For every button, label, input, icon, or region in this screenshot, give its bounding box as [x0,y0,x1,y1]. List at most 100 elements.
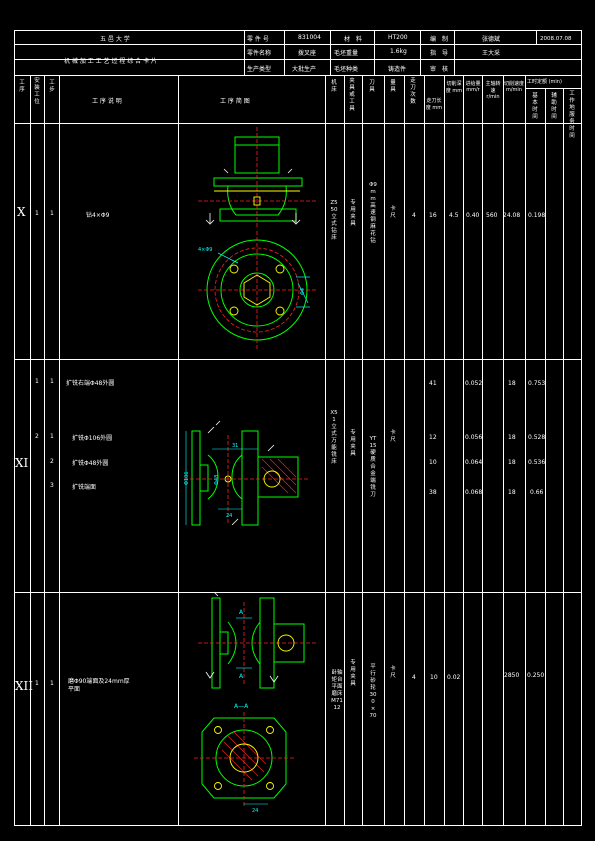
row-xi-3-speed: 18 [508,459,516,466]
row-xi-3-feed: 0.064 [465,459,483,466]
row-x-length: 16 [429,212,437,219]
row-x-depth: 4.5 [449,212,459,219]
row-divider-2 [14,592,582,593]
row-xi-1-speed: 18 [508,380,516,387]
card-title: 机 械 加 工 工 艺 过 程 综 合 卡 片 [64,58,157,65]
guide-label: 指 导 [430,50,449,57]
dim-xi-24: 24 [226,513,232,519]
blank-weight-label: 毛坯重量 [334,50,359,57]
hdr-v3 [330,30,331,75]
row-x-fixture: 专用夹具 [350,200,356,227]
compiled-label: 编 制 [430,36,449,43]
part-name-value: 拨叉座 [298,50,317,57]
col-step: 工 步 [49,80,55,93]
dim-xii-24: 24 [252,808,258,814]
material-label: 材 料 [344,36,363,43]
col-op: 工 序 [19,80,25,93]
col-sketch: 工 序 简 图 [220,98,250,105]
row-x-step: 1 [50,210,54,217]
material-value: HT200 [388,34,408,41]
row-xi-fixture: 专用夹具 [350,430,356,457]
hdr-v1 [244,30,245,75]
col-gauge: 量 具 [390,80,396,93]
col-v13 [482,75,483,826]
row-x-passes: 4 [412,212,416,219]
row-xii-setup: 1 [35,680,39,687]
compiler-value: 张德斌 [482,36,501,43]
row-x-gauge: 卡尺 [390,206,396,219]
row-xi-2-speed: 18 [508,434,516,441]
row-xii-fixture: 专用夹具 [350,660,356,687]
col-description: 工 序 说 明 [92,98,122,105]
col-v7 [362,75,363,826]
col-v11 [444,75,445,826]
row-xi-1-setup: 1 [35,378,39,385]
dim-x-side: Φ4 [300,288,306,295]
col-feed: 进给量 mm/r [465,81,481,93]
col-basic: 基本时间 [532,93,538,120]
col-fixture: 夹具或工具 [349,78,355,112]
row-xii-passes: 4 [412,674,416,681]
row-divider-1 [14,359,582,360]
row-x-tool: Φ9 mm高速钢麻花钻 [369,182,377,244]
row-xii-gauge: 卡尺 [390,666,396,679]
op-number-xi: XI [15,456,29,470]
row-xi-2-step: 1 [50,433,54,440]
row-xi-gauge: 卡尺 [390,430,396,443]
row-x-desc: 钻4×Φ9 [86,212,110,219]
row-xi-4-length: 38 [429,489,437,496]
row-xi-2-feed: 0.056 [465,434,483,441]
row-xi-4-step: 3 [50,482,54,489]
section-mark-a-top: A [239,609,244,616]
dim-xi-48: Φ48 [214,475,220,485]
row-xii-depth: 0.02 [447,674,461,681]
part-name-label: 零件名称 [247,50,272,57]
row-xi-3-time: 0.536 [528,459,546,466]
hdr-v7 [536,30,537,45]
col-v5 [325,75,326,826]
card-frame [14,30,582,826]
row-xii-speed: 2850 [504,672,520,679]
col-v8 [384,75,385,826]
row-xii-step: 1 [50,680,54,687]
row-xi-1-step: 1 [50,378,54,385]
row-xii-tool: 平行砂轮300×70 [369,664,377,719]
sketch-op-x: 4×Φ9 Φ4 [198,127,316,349]
dim-x-holes: 4×Φ9 [198,247,213,253]
col-tool: 刀 具 [369,80,375,93]
col-speed: 主轴转速 r/min [485,81,501,100]
row-x-speed: 560 [486,212,498,219]
op-number-xii: XII [15,679,34,693]
row-x-cut-speed: 24.08 [503,212,521,219]
row-xi-2-length: 12 [429,434,437,441]
row-xii-machine: 卧轴矩台平面磨床M7112 [331,670,343,711]
dim-xi-106: Φ106 [184,472,190,485]
col-v9 [404,75,405,826]
row-x-machine: Z550立式钻床 [330,200,338,241]
col-v4 [178,75,179,826]
row-xi-1-feed: 0.052 [465,380,483,387]
col-v2 [44,75,45,826]
op-number-x: X [17,205,26,219]
col-v10 [424,75,425,826]
blank-type-label: 毛坯种类 [334,66,359,73]
row-xi-4-speed: 18 [508,489,516,496]
header-line-2 [14,59,582,60]
time-sub-line [525,88,582,89]
header-line-1 [14,44,582,45]
row-xi-4-feed: 0.068 [465,489,483,496]
row-xi-1-desc: 扩铣右端Φ48外圆 [66,380,115,387]
hdr-v6 [454,30,455,75]
col-v1 [30,75,31,826]
row-xi-machine: X51立式万能铣床 [330,410,338,465]
sketch-op-xii: A A A—A 24 [194,591,316,814]
col-passes: 走刀次数 [410,78,416,105]
row-x-setup: 1 [35,210,39,217]
col-setup: 安 装 工 位 [34,78,40,105]
section-label: A—A [234,703,249,710]
part-no-label: 零 件 号 [247,36,269,43]
sketch-op-xi: Φ106 Φ48 31 24 [184,420,308,526]
row-xi-1-length: 41 [429,380,437,387]
blank-weight-value: 1.6kg [390,48,407,55]
row-xi-2-desc: 扩铣Φ106外圆 [72,435,113,442]
